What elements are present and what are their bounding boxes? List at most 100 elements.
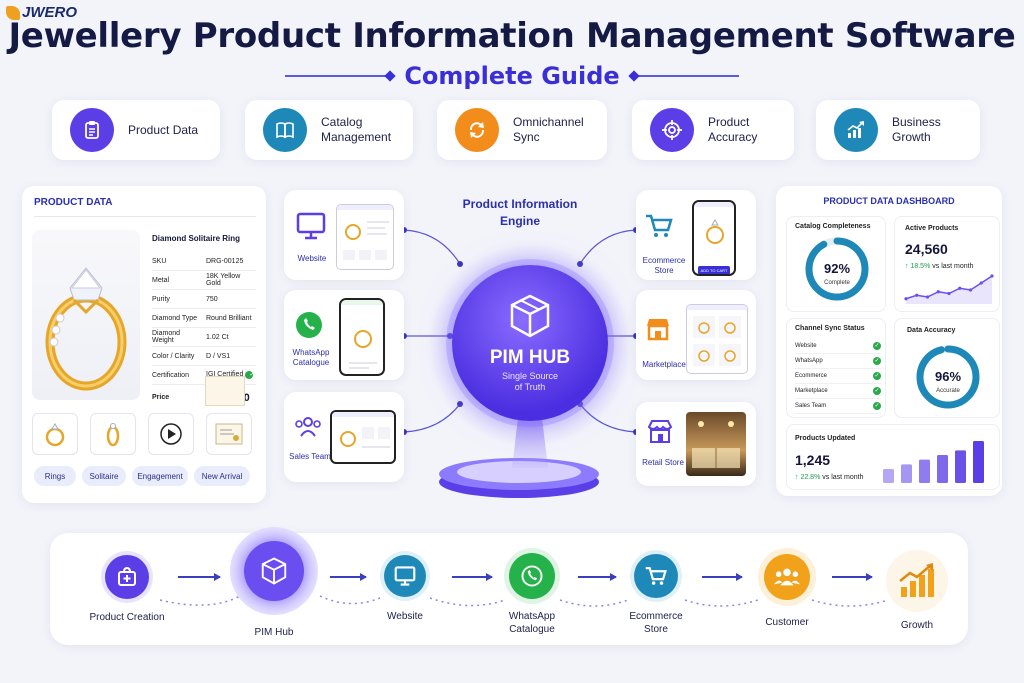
sync-row: Website✓: [795, 339, 881, 354]
metric-value: 96%: [934, 369, 962, 384]
metric-label: Catalog Completeness: [795, 223, 871, 230]
flow-step-product-creation[interactable]: [101, 551, 153, 603]
trend-point: [990, 274, 994, 278]
hub-subtitle: Single Source of Truth: [501, 371, 559, 392]
trend-point: [947, 291, 951, 296]
page-title: Jewellery Product Information Management…: [8, 16, 1016, 56]
feature-card-catalog: Catalog Management: [245, 100, 413, 160]
certificate-icon: [205, 376, 245, 406]
tag-chip[interactable]: Engagement: [132, 466, 188, 486]
product-data-title: PRODUCT DATA: [34, 197, 113, 208]
sync-row: Marketplace✓: [795, 384, 881, 399]
sync-row: Sales Team✓: [795, 399, 881, 414]
bar: [973, 441, 984, 483]
thumbnail-certificate[interactable]: [206, 413, 252, 455]
channel-label: Sales Team: [289, 452, 331, 461]
products-updated-card: Products Updated 1,245 ↑ 22.8% vs last m…: [786, 424, 1000, 490]
add-to-cart-button[interactable]: ADD TO CART: [698, 266, 730, 274]
metric-label: Data Accuracy: [907, 327, 956, 334]
product-name: Diamond Solitaire Ring: [152, 234, 241, 243]
trend-point: [968, 288, 973, 292]
feature-label: Product Data: [128, 122, 199, 137]
bar: [955, 450, 966, 483]
tablet-preview: [330, 410, 396, 464]
tag-chip[interactable]: Solitaire: [82, 466, 126, 486]
cart-icon: [634, 554, 678, 598]
add-product-icon: [105, 555, 149, 599]
flow-step-ecommerce[interactable]: [630, 550, 682, 602]
subtitle-divider-right: [633, 75, 739, 77]
thumbnail-ring-1[interactable]: [32, 413, 78, 455]
product-image[interactable]: [32, 230, 140, 400]
feature-card-omnichannel: Omnichannel Sync: [437, 100, 607, 160]
tag-chip[interactable]: New Arrival: [194, 466, 250, 486]
thumbnail-video[interactable]: [148, 413, 194, 455]
flow-label: Product Creation: [89, 612, 165, 623]
pim-hub[interactable]: [452, 265, 608, 421]
accuracy-gauge-arc: [916, 345, 980, 409]
flow-label: PIM Hub: [254, 627, 294, 638]
chart-icon: [834, 108, 878, 152]
flow-arrow: [452, 573, 493, 581]
metric-value: 92%: [823, 261, 851, 276]
flow-arrow: [178, 573, 221, 581]
channel-card-website[interactable]: Website: [284, 190, 404, 280]
trend-point: [915, 293, 919, 297]
website-preview: [336, 204, 394, 270]
retail-store-photo: [686, 412, 746, 476]
thumbnail-ring-2[interactable]: [90, 413, 136, 455]
feature-label: Catalog Management: [321, 115, 392, 144]
engine-title: Product Information Engine: [462, 197, 578, 228]
feature-card-growth: Business Growth: [816, 100, 980, 160]
feature-label: Business Growth: [892, 115, 941, 144]
trend-point: [979, 281, 983, 285]
tag-chip[interactable]: Rings: [34, 466, 76, 486]
book-icon: [263, 108, 307, 152]
channel-label: Website: [297, 254, 327, 263]
price-label: Price: [152, 393, 170, 401]
flow-step-whatsapp[interactable]: [504, 548, 560, 604]
check-icon: ✓: [873, 372, 881, 380]
channel-card-ecommerce[interactable]: Ecommerce Store ADD TO CART: [636, 190, 756, 280]
cube-icon: [244, 541, 304, 601]
flow-step-website[interactable]: [380, 551, 430, 601]
growth-icon: [892, 556, 942, 606]
active-products-trend-chart: [904, 274, 994, 304]
team-icon: [294, 416, 322, 443]
ring-icon: [45, 267, 127, 391]
channel-label: Ecommerce Store: [642, 256, 686, 275]
flow-label: Ecommerce Store: [629, 611, 683, 635]
channel-label: Marketplace: [642, 360, 686, 369]
channel-card-marketplace[interactable]: Marketplace: [636, 290, 756, 380]
flow-arrow: [330, 573, 367, 581]
trend-point: [904, 297, 908, 301]
flow-label: Growth: [900, 620, 934, 631]
metric-label: Channel Sync Status: [795, 325, 865, 332]
metric-caption: Complete: [824, 280, 850, 286]
flow-label: WhatsApp Catalogue: [508, 611, 556, 635]
flow-step-pim-hub[interactable]: [230, 527, 318, 615]
channel-sync-card: Channel Sync Status Website✓ WhatsApp✓ E…: [786, 318, 886, 418]
flow-label: Website: [387, 611, 423, 622]
channel-label: Retail Store: [642, 458, 684, 467]
flow-step-customer[interactable]: [758, 548, 816, 606]
divider: [34, 216, 256, 217]
hub-pedestal: [438, 452, 600, 500]
feature-card-product-data: Product Data: [52, 100, 220, 160]
channel-card-retail[interactable]: Retail Store: [636, 402, 756, 486]
marketplace-preview: [686, 304, 748, 374]
accuracy-ring-gauge: [916, 345, 980, 409]
sync-icon: [455, 108, 499, 152]
trend-point: [958, 286, 962, 290]
logo-mark-icon: [6, 5, 20, 20]
channel-card-whatsapp[interactable]: WhatsApp Catalogue: [284, 290, 404, 380]
channel-card-sales-team[interactable]: Sales Team: [284, 392, 404, 482]
catalog-completeness-card: Catalog Completeness 92% Complete: [786, 216, 886, 312]
flow-arrow: [702, 573, 743, 581]
whatsapp-icon: [509, 553, 555, 599]
flow-step-growth[interactable]: [886, 550, 948, 612]
